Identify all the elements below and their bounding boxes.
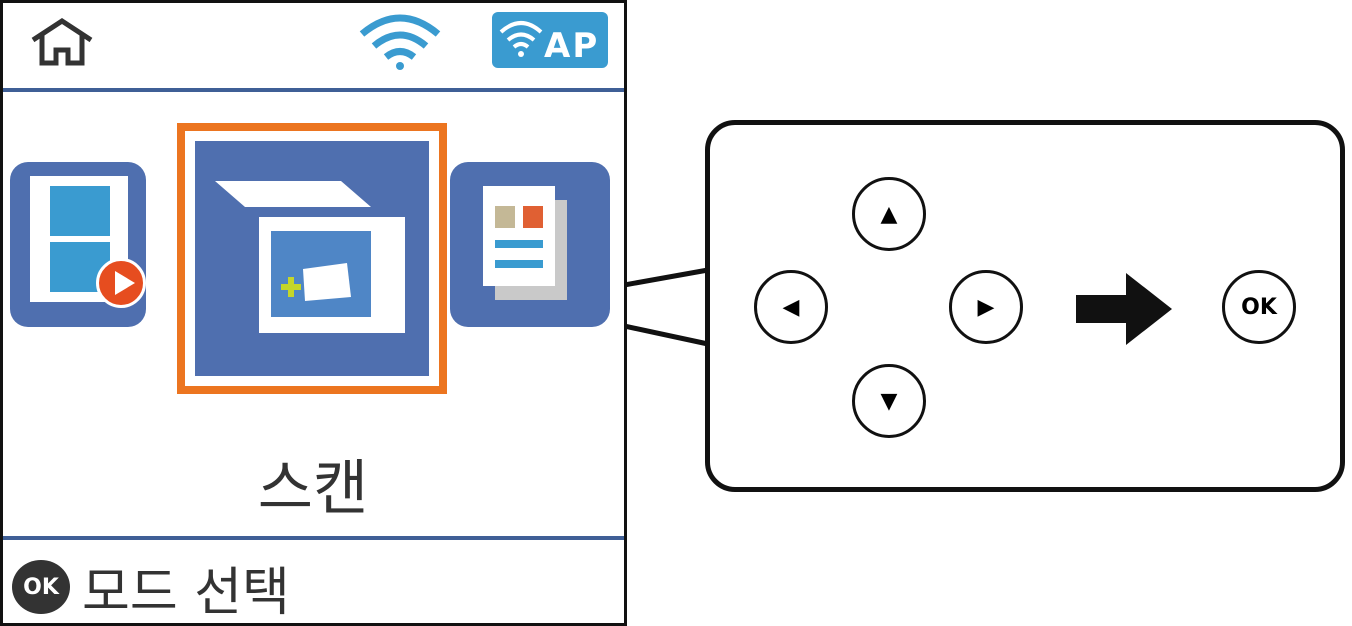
callout-pointer: [624, 267, 709, 347]
wifi-icon: [359, 14, 441, 70]
footer-hint: 모드 선택: [82, 563, 290, 623]
home-icon[interactable]: [28, 18, 98, 68]
selected-mode-highlight[interactable]: [177, 123, 447, 394]
ok-badge-icon: OK: [12, 560, 70, 614]
mode-tile-scan[interactable]: [195, 141, 429, 376]
header-divider: [3, 88, 624, 92]
up-button[interactable]: ▲: [852, 177, 926, 251]
wifi-direct-ap-badge: AP: [492, 12, 608, 68]
mode-tile-video[interactable]: [10, 162, 146, 327]
ap-label: AP: [544, 26, 600, 66]
right-button[interactable]: ▶: [949, 270, 1023, 344]
control-panel-callout: ▲ ◀ ▶ ▼ OK: [705, 120, 1345, 492]
footer-divider: [3, 536, 624, 540]
mode-title: 스캔: [257, 454, 369, 524]
left-button[interactable]: ◀: [754, 270, 828, 344]
arrow-right-icon: [1076, 273, 1172, 345]
down-button[interactable]: ▼: [852, 364, 926, 438]
play-icon: [96, 258, 146, 308]
mode-tile-copy[interactable]: [450, 162, 610, 327]
scanner-icon: [215, 181, 405, 333]
document-icon: [483, 186, 555, 286]
wifi-icon: [499, 21, 543, 57]
ok-button[interactable]: OK: [1222, 270, 1296, 344]
